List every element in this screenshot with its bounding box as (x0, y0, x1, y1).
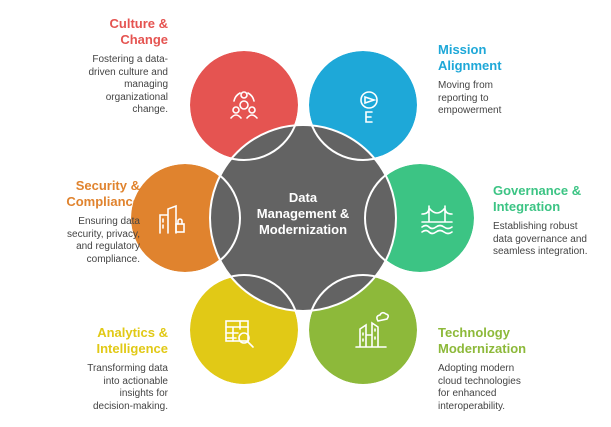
center-label: Data Management & Modernization (256, 190, 350, 237)
item-culture-change: Culture &Change Fostering a data-driven … (38, 16, 169, 117)
item-description: Adopting modern cloud technologies for e… (438, 363, 521, 412)
item-security-compliance: Security &Compliance Ensuring data secur… (10, 178, 140, 266)
compass-icon (360, 91, 378, 123)
item-title: Governance &Integration (493, 183, 582, 214)
item-title: Security &Compliance (66, 178, 140, 209)
item-title: Culture &Change (109, 16, 169, 47)
petal-outline-culture (188, 49, 300, 161)
petal-outline-governance (364, 162, 476, 274)
center-circle (209, 124, 397, 312)
item-description: Moving from reporting to empowerment (438, 80, 502, 116)
item-description: Establishing robust data governance and … (493, 221, 588, 257)
item-governance-integration: Governance &Integration Establishing rob… (493, 183, 603, 259)
item-title: Analytics &Intelligence (96, 325, 168, 356)
item-analytics-intelligence: Analytics &Intelligence Transforming dat… (38, 325, 168, 413)
item-description: Fostering a data-driven culture and mana… (88, 54, 169, 115)
item-description: Transforming data into actionable insigh… (87, 363, 168, 412)
city-cloud-icon (355, 311, 390, 348)
petal-outline-mission (307, 49, 419, 161)
item-description: Ensuring data security, privacy, and reg… (67, 216, 140, 265)
people-gear-icon (230, 91, 258, 119)
petal-outline-technology (307, 274, 419, 386)
table-search-icon (225, 320, 254, 348)
bridge-icon (421, 205, 453, 235)
buildings-lock-icon (159, 204, 185, 234)
petal-outline-security (129, 162, 241, 274)
petal-outline-analytics (188, 274, 300, 386)
